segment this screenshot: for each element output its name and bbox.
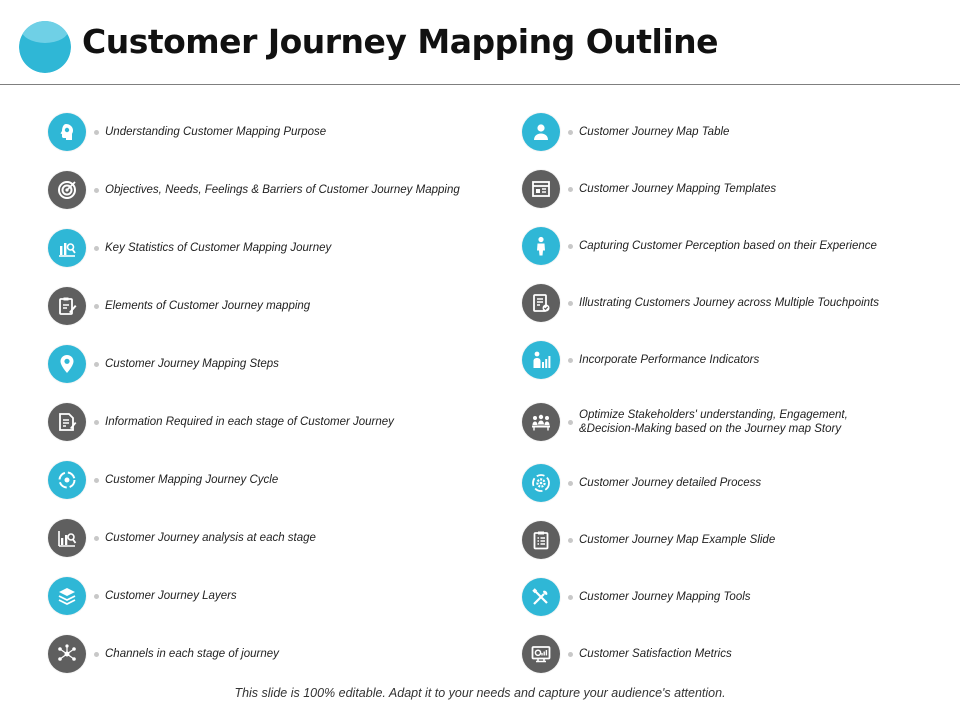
outline-item: Customer Journey Layers bbox=[48, 577, 468, 615]
outline-item-label: Information Required in each stage of Cu… bbox=[105, 416, 394, 428]
bullet-dot bbox=[568, 651, 573, 657]
user-icon bbox=[522, 113, 560, 151]
outline-item-label: Capturing Customer Perception based on t… bbox=[579, 240, 877, 252]
outline-item-label: Incorporate Performance Indicators bbox=[579, 354, 760, 366]
head-gears-icon bbox=[48, 113, 86, 151]
outline-item: Customer Journey analysis at each stage bbox=[48, 519, 468, 557]
bar-chart-search-icon bbox=[48, 229, 86, 267]
bullet-dot bbox=[568, 480, 573, 486]
outline-item: Elements of Customer Journey mapping bbox=[48, 287, 468, 325]
chart-magnifier-icon bbox=[48, 519, 86, 557]
outline-item-label: Illustrating Customers Journey across Mu… bbox=[579, 297, 879, 309]
bullet-dot bbox=[94, 187, 99, 193]
bullet-dot bbox=[568, 300, 573, 306]
outline-item: Customer Journey Mapping Steps bbox=[48, 345, 468, 383]
bullet-dot bbox=[568, 594, 573, 600]
bullet-dot bbox=[568, 357, 573, 363]
outline-item-label: Customer Journey Map Table bbox=[579, 126, 730, 138]
outline-item-label: Objectives, Needs, Feelings & Barriers o… bbox=[105, 184, 460, 196]
document-pen-icon bbox=[48, 403, 86, 441]
outline-item-label: Customer Journey analysis at each stage bbox=[105, 532, 316, 544]
title-divider bbox=[0, 84, 960, 85]
outline-item-label: Customer Journey Layers bbox=[105, 590, 237, 602]
outline-item: Objectives, Needs, Feelings & Barriers o… bbox=[48, 171, 468, 209]
bullet-dot bbox=[94, 361, 99, 367]
page-title: Customer Journey Mapping Outline bbox=[82, 22, 719, 61]
outline-item: Customer Journey Map Example Slide bbox=[522, 521, 942, 559]
outline-item-label: Understanding Customer Mapping Purpose bbox=[105, 126, 327, 138]
bullet-dot bbox=[94, 477, 99, 483]
outline-item: Information Required in each stage of Cu… bbox=[48, 403, 468, 441]
outline-item: Incorporate Performance Indicators bbox=[522, 341, 942, 379]
network-icon bbox=[48, 635, 86, 673]
outline-item-label: Elements of Customer Journey mapping bbox=[105, 300, 311, 312]
team-meeting-icon bbox=[522, 403, 560, 441]
footer-note: This slide is 100% editable. Adapt it to… bbox=[234, 686, 726, 700]
outline-item: Customer Satisfaction Metrics bbox=[522, 635, 942, 673]
template-icon bbox=[522, 170, 560, 208]
outline-item: Capturing Customer Perception based on t… bbox=[522, 227, 942, 265]
outline-item-label: Key Statistics of Customer Mapping Journ… bbox=[105, 242, 332, 254]
outline-item-label: Customer Journey Mapping Tools bbox=[579, 591, 751, 603]
cycle-arrows-icon bbox=[48, 461, 86, 499]
bullet-dot bbox=[568, 186, 573, 192]
outline-item: Customer Journey Map Table bbox=[522, 113, 942, 151]
checklist-icon bbox=[522, 284, 560, 322]
outline-item-label: Customer Journey Mapping Steps bbox=[105, 358, 279, 370]
outline-item-label: Customer Mapping Journey Cycle bbox=[105, 474, 279, 486]
layers-icon bbox=[48, 577, 86, 615]
bullet-dot bbox=[94, 651, 99, 657]
outline-item: Customer Journey Mapping Tools bbox=[522, 578, 942, 616]
outline-item: Illustrating Customers Journey across Mu… bbox=[522, 284, 942, 322]
bullet-dot bbox=[94, 535, 99, 541]
outline-item: Key Statistics of Customer Mapping Journ… bbox=[48, 229, 468, 267]
bullet-dot bbox=[94, 593, 99, 599]
monitor-chart-icon bbox=[522, 635, 560, 673]
outline-item-label: Customer Journey detailed Process bbox=[579, 477, 762, 489]
outline-item: Channels in each stage of journey bbox=[48, 635, 468, 673]
bullet-dot bbox=[568, 243, 573, 249]
bullet-dot bbox=[94, 419, 99, 425]
outline-item: Customer Journey Mapping Templates bbox=[522, 170, 942, 208]
outline-item: Customer Mapping Journey Cycle bbox=[48, 461, 468, 499]
businessman-icon bbox=[522, 227, 560, 265]
logo-circle bbox=[19, 21, 71, 73]
outline-item-label: Channels in each stage of journey bbox=[105, 648, 279, 660]
bullet-dot bbox=[568, 537, 573, 543]
outline-item: Customer Journey detailed Process bbox=[522, 464, 942, 502]
outline-item: Understanding Customer Mapping Purpose bbox=[48, 113, 468, 151]
location-pin-icon bbox=[48, 345, 86, 383]
outline-item-label: Customer Journey Mapping Templates bbox=[579, 183, 777, 195]
gear-cycle-icon bbox=[522, 464, 560, 502]
clipboard-edit-icon bbox=[48, 287, 86, 325]
bullet-dot bbox=[568, 419, 573, 425]
tools-icon bbox=[522, 578, 560, 616]
presenter-chart-icon bbox=[522, 341, 560, 379]
outline-item: Optimize Stakeholders' understanding, En… bbox=[522, 403, 942, 441]
outline-item-label: Optimize Stakeholders' understanding, En… bbox=[579, 409, 848, 435]
bullet-dot bbox=[94, 303, 99, 309]
outline-item-label: Customer Satisfaction Metrics bbox=[579, 648, 732, 660]
bullet-dot bbox=[94, 245, 99, 251]
clipboard-list-icon bbox=[522, 521, 560, 559]
target-icon bbox=[48, 171, 86, 209]
outline-item-label: Customer Journey Map Example Slide bbox=[579, 534, 776, 546]
bullet-dot bbox=[568, 129, 573, 135]
bullet-dot bbox=[94, 129, 99, 135]
